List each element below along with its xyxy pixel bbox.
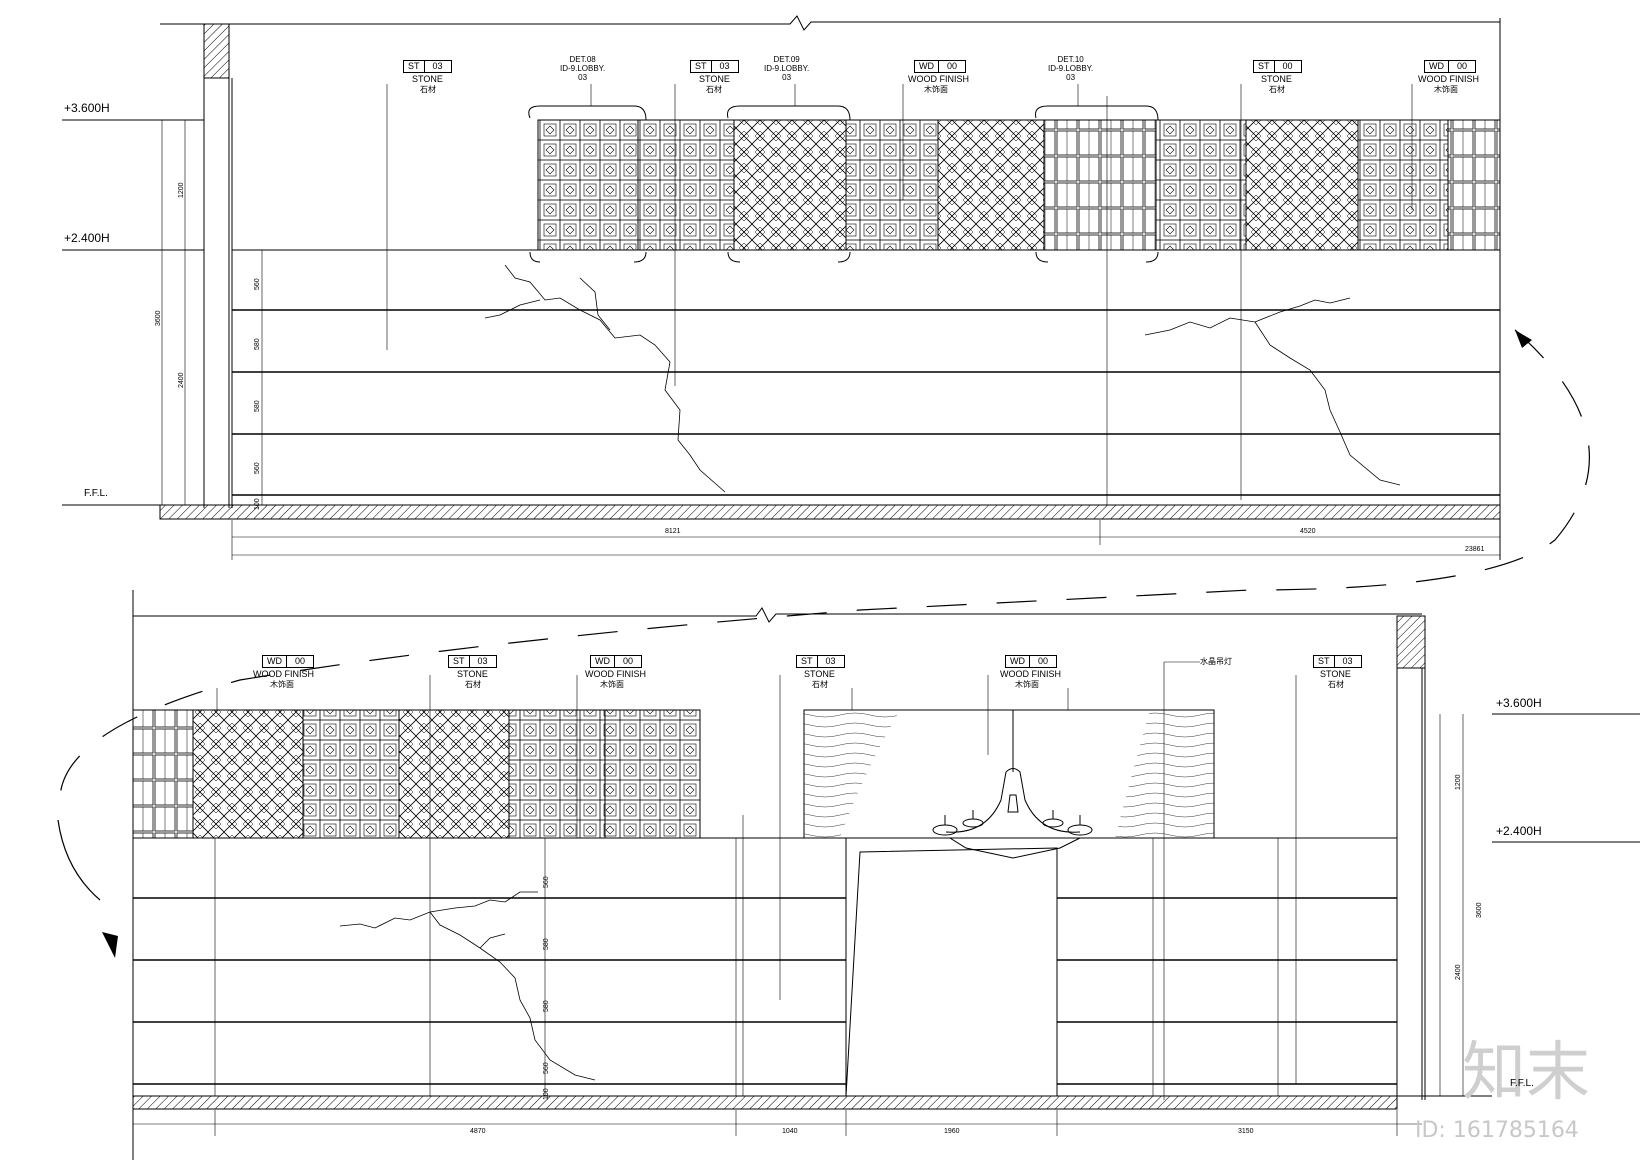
watermark-logo: 知末 [1462, 1036, 1590, 1110]
dimension-text: 4520 [1300, 528, 1316, 535]
dimension-text: 2400 [178, 372, 185, 388]
level-label: +3.600H [64, 101, 110, 115]
material-name: WOOD FINISH [253, 669, 314, 679]
continuation-arc [57, 329, 1590, 958]
material-name: STONE [1261, 74, 1292, 84]
dimension-text: 2400 [1455, 964, 1462, 980]
material-name-cn: 木饰面 [1434, 85, 1458, 94]
dimension-text: 560 [254, 278, 261, 290]
dimension-text: 100 [254, 498, 261, 510]
dimension-text: 3600 [155, 310, 162, 326]
dimension-text: 1960 [944, 1128, 960, 1135]
material-name-cn: 石材 [706, 85, 722, 94]
material-name-cn: 木饰面 [924, 85, 948, 94]
dimension-text: 560 [543, 1062, 550, 1074]
material-name-cn: 石材 [1269, 85, 1285, 94]
chandelier-note: 水晶吊灯 [1200, 657, 1232, 666]
dimension-text: 1200 [1455, 774, 1462, 790]
dimension-text: 100 [543, 1088, 550, 1100]
leader-lines [216, 84, 1413, 1100]
dimension-text: 580 [254, 338, 261, 350]
level-label: F.F.L. [1510, 1078, 1534, 1089]
material-name: STONE [804, 669, 835, 679]
material-name-cn: 木饰面 [1015, 680, 1039, 689]
material-name: STONE [699, 74, 730, 84]
dimension-text: 1200 [178, 182, 185, 198]
material-name-cn: 木饰面 [600, 680, 624, 689]
level-label: F.F.L. [84, 488, 108, 499]
dimension-text: 560 [254, 462, 261, 474]
material-name-cn: 木饰面 [270, 680, 294, 689]
material-name: STONE [412, 74, 443, 84]
dimension-text: 3150 [1238, 1128, 1254, 1135]
material-name: WOOD FINISH [908, 74, 969, 84]
material-name: WOOD FINISH [1418, 74, 1479, 84]
material-name-cn: 石材 [812, 680, 828, 689]
elevation-bottom [132, 590, 1640, 1160]
material-name-cn: 石材 [1328, 680, 1344, 689]
elevation-top [62, 15, 1501, 560]
material-name: STONE [1320, 669, 1351, 679]
dimension-text: 8121 [665, 528, 681, 535]
level-label: +3.600H [1496, 696, 1542, 710]
dimension-text: 580 [254, 400, 261, 412]
dimension-text: 1040 [782, 1128, 798, 1135]
material-name-cn: 石材 [465, 680, 481, 689]
material-name-cn: 石材 [420, 85, 436, 94]
dimension-text: 3600 [1476, 902, 1483, 918]
level-label: +2.400H [64, 231, 110, 245]
dimension-line-top [231, 520, 1500, 560]
material-name: WOOD FINISH [585, 669, 646, 679]
dimension-text: 23861 [1465, 546, 1485, 553]
dimension-text: 580 [543, 1000, 550, 1012]
dimension-text: 4870 [470, 1128, 486, 1135]
dimension-text: 580 [543, 938, 550, 950]
material-name: STONE [457, 669, 488, 679]
dimension-text: 560 [543, 876, 550, 888]
level-label: +2.400H [1496, 824, 1542, 838]
material-name: WOOD FINISH [1000, 669, 1061, 679]
chandelier [932, 710, 1093, 859]
dimension-line-bottom [133, 1110, 1422, 1136]
watermark-id: ID: 161785164 [1415, 1118, 1579, 1143]
